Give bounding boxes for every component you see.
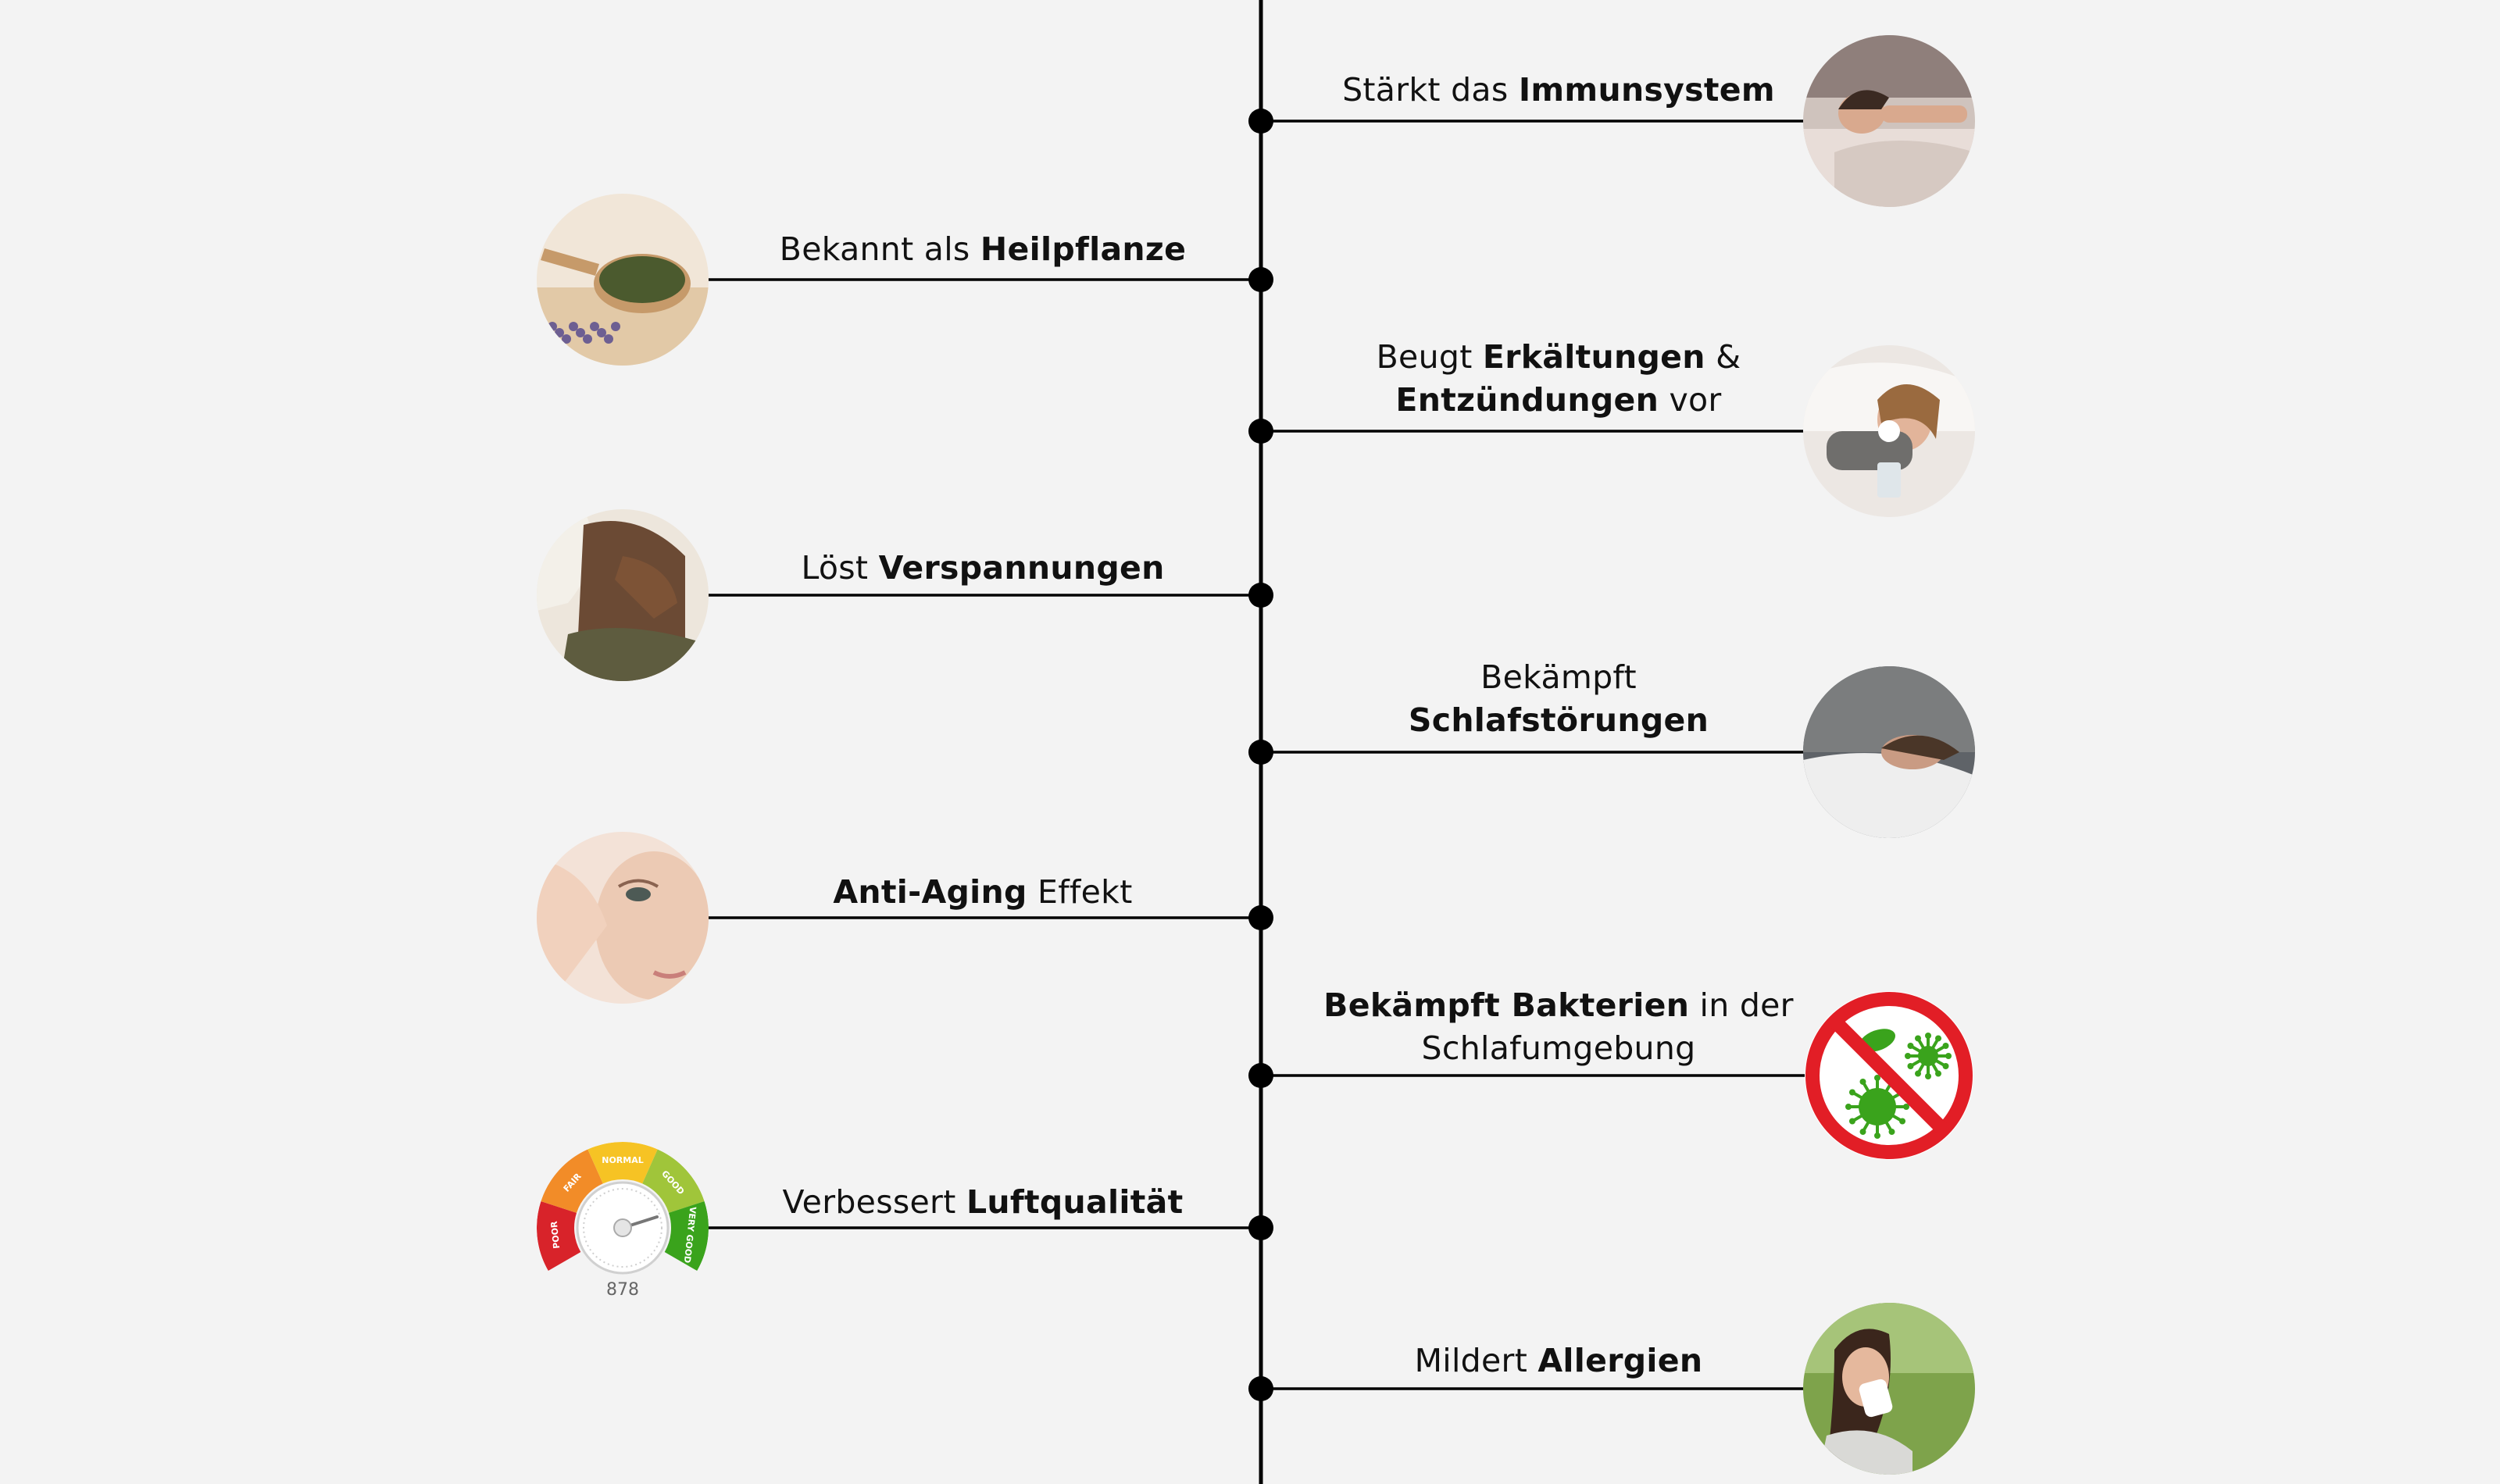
sleeping-woman-photo [1803, 35, 1975, 207]
gauge-segment [537, 1201, 581, 1271]
label-text: in der [1689, 986, 1794, 1024]
benefit-label: Bekannt als Heilpflanze [670, 228, 1295, 271]
gauge-segment [642, 1149, 705, 1213]
label-text: Löst [801, 549, 879, 587]
label-text: Effekt [1027, 873, 1133, 911]
timeline-node [1248, 1376, 1273, 1401]
label-text: Mildert [1414, 1342, 1538, 1379]
label-bold-text: Allergien [1538, 1342, 1703, 1379]
gauge-value: 878 [606, 1280, 639, 1300]
label-text: Verbessert [782, 1183, 966, 1221]
gauge-segment [541, 1149, 603, 1213]
label-bold-text: Immunsystem [1518, 71, 1775, 109]
label-bold-text: Heilpflanze [980, 230, 1187, 268]
timeline-node [1248, 1063, 1273, 1088]
timeline-node [1248, 905, 1273, 930]
timeline-node [1248, 419, 1273, 444]
benefit-label: Löst Verspannungen [670, 547, 1295, 590]
label-bold-text: Verspannungen [878, 549, 1165, 587]
label-bold-text: Entzündungen [1395, 381, 1659, 419]
sick-woman-photo [1803, 345, 1975, 517]
woman-pillow-photo [1803, 666, 1975, 838]
timeline-node [1248, 1215, 1273, 1240]
timeline-node [1248, 109, 1273, 134]
timeline-node [1248, 267, 1273, 292]
benefit-label: Anti-Aging Effekt [670, 871, 1295, 914]
timeline-node [1248, 740, 1273, 765]
label-bold-text: Bekämpft Bakterien [1323, 986, 1690, 1024]
label-bold-text: Erkältungen [1482, 338, 1705, 376]
benefit-label: Verbessert Luftqualität [670, 1181, 1295, 1224]
label-bold-text: Schlafstörungen [1408, 701, 1709, 739]
label-bold-text: Anti-Aging [833, 873, 1027, 911]
lavender-scoop-photo [537, 194, 709, 366]
label-bold-text: Luftqualität [966, 1183, 1184, 1221]
label-text: vor [1659, 381, 1722, 419]
label-text: Beugt [1376, 338, 1483, 376]
benefit-label: Mildert Allergien [1246, 1340, 1871, 1382]
gauge-label: NORMAL [602, 1155, 644, 1165]
benefit-label: Beugt Erkältungen & Entzündungen vor [1246, 336, 1871, 422]
label-text: Bekämpft [1480, 658, 1637, 696]
allergy-woman-photo [1803, 1303, 1975, 1475]
neck-massage-photo [537, 509, 709, 681]
label-text: Stärkt das [1342, 71, 1519, 109]
benefit-label: Stärkt das Immunsystem [1246, 69, 1871, 112]
gauge-segment [664, 1201, 709, 1271]
label-text: & [1705, 338, 1741, 376]
label-text: Bekannt als [779, 230, 980, 268]
no-bacteria-icon [1803, 990, 1975, 1161]
gauge-segment [588, 1142, 658, 1184]
gauge-label: POOR [549, 1220, 562, 1249]
timeline-node [1248, 583, 1273, 608]
face-skin-photo [537, 832, 709, 1004]
label-text: Schlafumgebung [1421, 1029, 1696, 1067]
